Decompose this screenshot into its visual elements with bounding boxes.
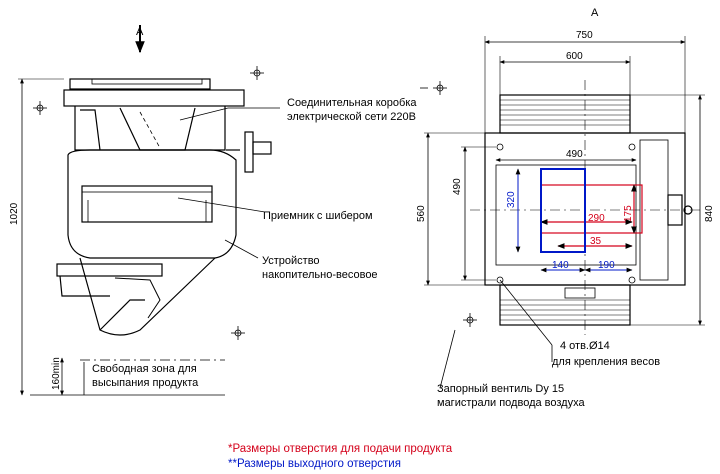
top-view [420,36,705,389]
dim-750: 750 [576,30,593,41]
note-blue: **Размеры выходного отверстия [228,458,401,470]
dim-320: 320 [506,191,517,208]
dim-160min: 160min [51,357,62,390]
valve-label-2: магистрали подвода воздуха [437,397,585,409]
dim-490-vertical: 490 [452,178,463,195]
dim-1020: 1020 [9,202,20,225]
zone-label-1: Свободная зона для [92,363,197,375]
dim-840: 840 [704,205,715,222]
junction-box-label-1: Соединительная коробка [287,97,417,109]
dim-190: 190 [598,260,615,271]
dim-490-horizontal: 490 [566,149,583,160]
zone-label-2: высыпания продукта [92,377,199,389]
dim-600: 600 [566,51,583,62]
side-view [18,25,280,396]
product-inlet-opening [540,184,643,249]
product-outlet-opening [515,168,633,273]
dim-290: 290 [588,213,605,224]
mounting-holes-label-2: для крепления весов [552,356,660,368]
device-label-1: Устройство [262,255,320,267]
junction-box-label-2: электрической сети 220В [287,111,416,123]
dim-140: 140 [552,260,569,271]
valve-label-1: Запорный вентиль Dy 15 [437,383,564,395]
device-label-2: накопительно-весовое [262,269,378,281]
note-red: *Размеры отверстия для подачи продукта [228,443,453,455]
dim-175: 175 [623,205,634,222]
receiver-label: Приемник с шибером [263,210,373,222]
dim-35: 35 [590,236,602,247]
mounting-holes-label-1: 4 отв.Ø14 [560,340,610,352]
view-a-label: A [591,7,599,19]
dim-560: 560 [416,205,427,222]
view-a-arrow-label: A [136,26,144,38]
